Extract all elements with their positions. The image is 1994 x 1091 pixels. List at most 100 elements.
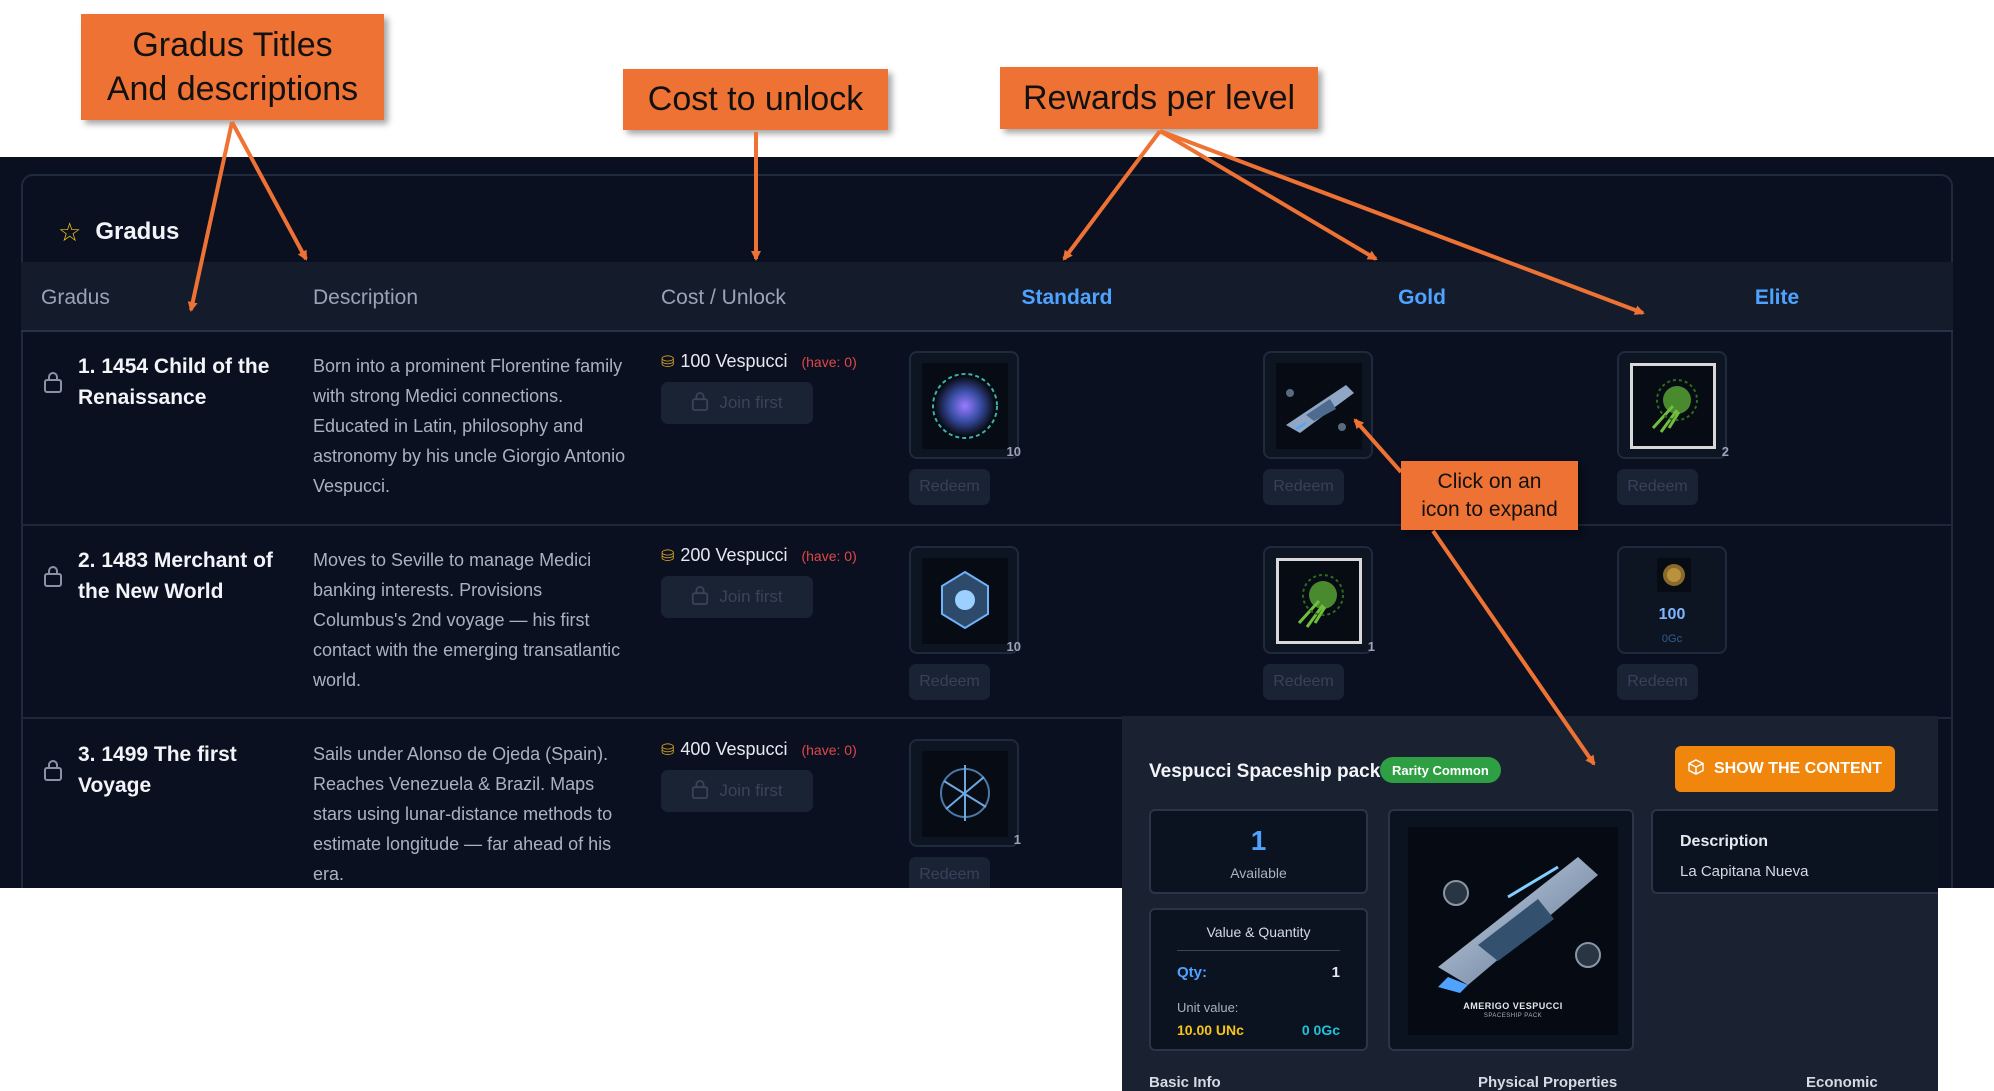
annotation-text: Click on an icon to expand xyxy=(1421,470,1558,521)
cost-info: ⛁ 200 Vespucci (have: 0) xyxy=(661,545,857,566)
reward-tile-standard[interactable]: 10 xyxy=(909,351,1021,459)
qty-label: Qty: xyxy=(1177,964,1207,981)
panel-title: Gradus xyxy=(95,218,180,245)
item-detail-popup: Vespucci Spaceship pack Rarity Common SH… xyxy=(1122,716,1938,1091)
redeem-button-clip: Redeem xyxy=(909,857,990,888)
unit-value-label: Unit value: xyxy=(1177,1000,1239,1015)
section-economic[interactable]: Economic xyxy=(1806,1074,1878,1091)
available-count: 1 xyxy=(1250,825,1267,856)
box-icon xyxy=(1688,758,1704,780)
redeem-button[interactable]: Redeem xyxy=(1617,664,1698,700)
cost-amount: 400 Vespucci xyxy=(680,739,788,759)
star-outline-icon: ☆ xyxy=(58,217,82,247)
redeem-button[interactable]: Redeem xyxy=(1263,469,1344,505)
gradus-title: 2. 1483 Merchant of the New World xyxy=(78,549,273,603)
coin-icon: ⛁ xyxy=(661,353,675,371)
section-physical-properties[interactable]: Physical Properties xyxy=(1478,1074,1618,1091)
reward-tile-standard[interactable]: 1 xyxy=(909,739,1021,847)
join-first-button[interactable]: Join first xyxy=(661,382,813,424)
reward-count: 1 xyxy=(1367,639,1375,654)
column-header-elite[interactable]: Elite xyxy=(1754,286,1800,309)
cost-amount: 200 Vespucci xyxy=(680,545,788,565)
description-label: Description xyxy=(1680,833,1769,850)
show-content-button[interactable]: SHOW THE CONTENT xyxy=(1675,746,1895,792)
column-header-gradus: Gradus xyxy=(41,286,110,309)
lock-icon xyxy=(691,391,709,416)
spaceship-image: AMERIGO VESPUCCI SPACESHIP PACK xyxy=(1408,827,1618,1035)
have-amount: (have: 0) xyxy=(801,353,857,370)
reward-count: 10 xyxy=(1006,639,1021,654)
item-image-box[interactable]: AMERIGO VESPUCCI SPACESHIP PACK xyxy=(1388,809,1634,1051)
qty-value: 1 xyxy=(1331,964,1340,981)
redeem-button[interactable]: Redeem xyxy=(1617,469,1698,505)
available-label: Available xyxy=(1230,865,1287,881)
unit-value-ogc: 0 0Gc xyxy=(1301,1022,1340,1038)
gradus-description: Sails under Alonso de Ojeda (Spain). Rea… xyxy=(313,744,613,884)
reward-image xyxy=(922,558,1008,644)
value-quantity-title: Value & Quantity xyxy=(1206,924,1311,940)
column-header-gold[interactable]: Gold xyxy=(1398,286,1446,309)
reward-tile-standard[interactable]: 10 xyxy=(909,546,1021,654)
join-first-button[interactable]: Join first xyxy=(661,770,813,812)
reward-tile-elite[interactable]: 100 0Gc xyxy=(1617,546,1727,654)
gradus-title: 3. 1499 The first Voyage xyxy=(78,743,237,797)
coin-reward-icon xyxy=(1657,558,1691,592)
lock-icon xyxy=(43,759,63,781)
annotation-text: Gradus Titles And descriptions xyxy=(106,26,359,108)
join-first-label: Join first xyxy=(719,781,783,800)
reward-image xyxy=(1630,363,1716,449)
show-content-label: SHOW THE CONTENT xyxy=(1714,760,1882,777)
lock-icon xyxy=(691,779,709,804)
description-box: Description La Capitana Nueva xyxy=(1651,809,1938,894)
reward-count: 2 xyxy=(1721,444,1729,459)
divider xyxy=(1177,950,1340,951)
lock-icon xyxy=(43,371,63,393)
reward-image xyxy=(922,751,1008,837)
gradus-card xyxy=(21,174,1953,888)
annotation-rewards: Rewards per level xyxy=(1000,67,1318,129)
cost-info: ⛁ 400 Vespucci (have: 0) xyxy=(661,739,857,760)
spaceship-image xyxy=(1276,363,1362,449)
reward-value-unit: 0Gc xyxy=(1661,633,1683,645)
value-quantity-box: Value & Quantity Qty: 1 Unit value: 10.0… xyxy=(1149,908,1368,1051)
cost-amount: 100 Vespucci xyxy=(680,351,788,371)
column-header-description: Description xyxy=(313,286,419,309)
reward-tile-elite[interactable]: 2 xyxy=(1617,351,1729,459)
row-divider xyxy=(21,524,1953,526)
panel-header: ☆ Gradus xyxy=(58,218,179,246)
annotation-cost: Cost to unlock xyxy=(623,69,888,130)
popup-title: Vespucci Spaceship pack xyxy=(1149,761,1381,782)
cost-info: ⛁ 100 Vespucci (have: 0) xyxy=(661,351,857,372)
redeem-button[interactable]: Redeem xyxy=(909,469,990,505)
redeem-button[interactable]: Redeem xyxy=(909,857,990,888)
redeem-button[interactable]: Redeem xyxy=(909,664,990,700)
reward-tile-gold[interactable]: 1 xyxy=(1263,546,1375,654)
redeem-button[interactable]: Redeem xyxy=(1263,664,1344,700)
have-amount: (have: 0) xyxy=(801,547,857,564)
gradus-description: Born into a prominent Florentine family … xyxy=(313,356,626,496)
annotation-gradus-titles: Gradus Titles And descriptions xyxy=(81,14,384,120)
gradus-description: Moves to Seville to manage Medici bankin… xyxy=(313,550,621,690)
reward-image xyxy=(1276,558,1362,644)
join-first-label: Join first xyxy=(719,587,783,606)
annotation-click-expand: Click on an icon to expand xyxy=(1401,461,1578,530)
description-value: La Capitana Nueva xyxy=(1680,863,1809,880)
column-header-standard[interactable]: Standard xyxy=(1021,286,1113,309)
rarity-badge: Rarity Common xyxy=(1380,757,1501,783)
have-amount: (have: 0) xyxy=(801,741,857,758)
reward-value: 100 xyxy=(1658,606,1686,623)
join-first-button[interactable]: Join first xyxy=(661,576,813,618)
row-divider xyxy=(21,717,1953,719)
coin-icon: ⛁ xyxy=(661,741,675,759)
image-caption-subtitle: SPACESHIP PACK xyxy=(1483,1013,1543,1019)
unit-value-unc: 10.00 UNc xyxy=(1177,1022,1244,1038)
reward-tile-gold[interactable] xyxy=(1263,351,1373,459)
join-first-label: Join first xyxy=(719,393,783,412)
image-caption-title: AMERIGO VESPUCCI xyxy=(1463,1001,1563,1011)
reward-count: 10 xyxy=(1006,444,1021,459)
reward-count: 1 xyxy=(1013,832,1021,847)
lock-icon xyxy=(691,585,709,610)
lock-icon xyxy=(43,565,63,587)
reward-image xyxy=(922,363,1008,449)
section-basic-info[interactable]: Basic Info xyxy=(1149,1074,1221,1091)
